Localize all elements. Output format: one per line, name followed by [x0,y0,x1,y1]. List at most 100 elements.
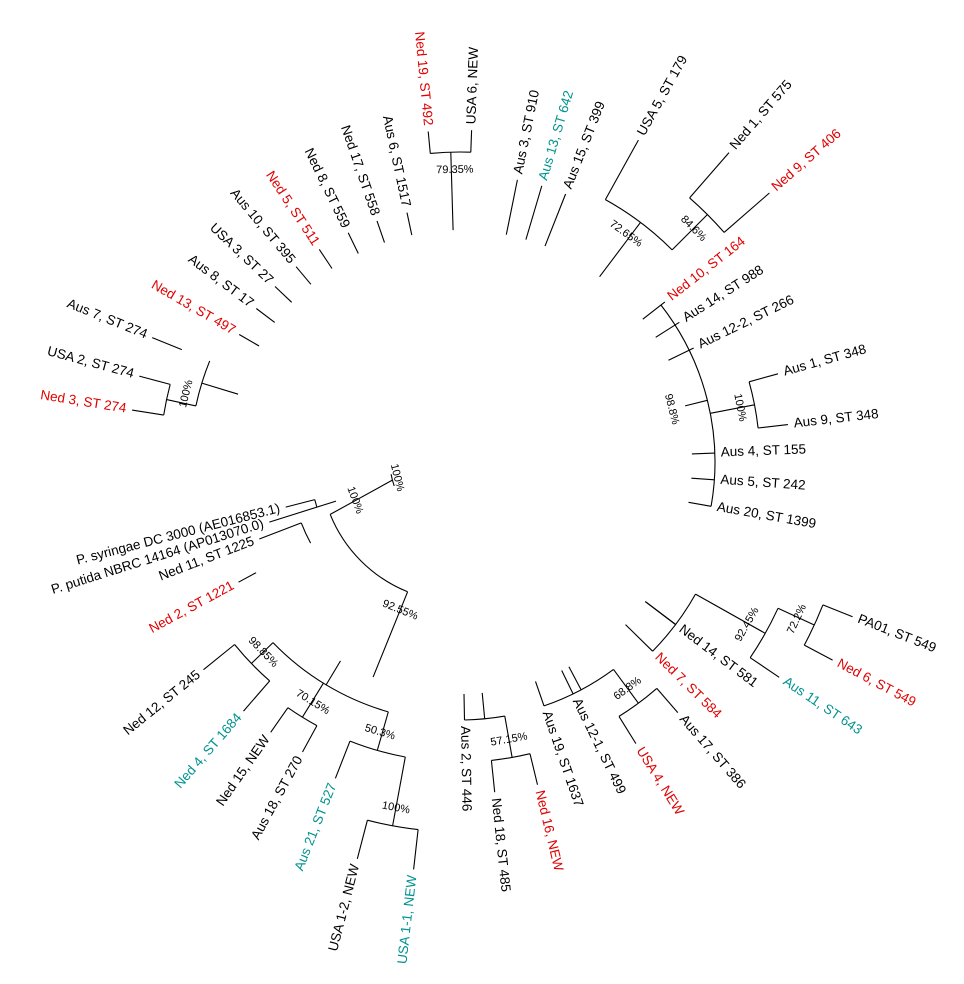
leaf-label: Ned 12, ST 245 [120,667,203,738]
leaf-branch [274,286,293,303]
leaf-label: USA 4, NEW [634,744,688,818]
leaf-branch [748,373,779,383]
clade-arc [543,668,614,707]
outgroup-arc [329,514,408,593]
leaf-label: Ned 16, NEW [533,789,567,873]
clade-arc [748,381,759,429]
bootstrap-label: 100% [381,800,411,817]
leaf-branch [238,334,260,347]
leaf-label: Aus 1, ST 348 [782,341,868,378]
bootstrap-label: 57.15% [490,730,529,748]
leaf-label: Aus 3, ST 910 [510,89,542,176]
leaf-branch [758,424,788,429]
leaf-branch [470,130,473,153]
clade-arc [234,644,271,682]
leaf-label: Ned 2, ST 1221 [146,578,236,636]
leaf-branch [238,572,257,583]
leaf-branch [561,670,574,695]
leaf-branch [132,409,164,416]
clade-arc [314,499,318,508]
leaf-branch [302,725,318,753]
leaf-label: Aus 21, ST 527 [291,781,339,873]
bootstrap-label: 68.8% [612,674,644,702]
clade-arc [300,522,312,544]
bootstrap-label: 98.8% [662,393,681,426]
bootstrap-label: 100% [388,463,407,493]
tree-branch [777,607,815,626]
leaf-branch [334,740,351,779]
leaf-label: Aus 2, ST 446 [458,726,474,812]
clade-arc [163,384,171,416]
leaf-branch [642,301,666,320]
leaf-branch [255,308,276,323]
leaf-branch [656,688,679,713]
leaf-branch [668,347,694,361]
tree-branch [201,382,239,395]
leaf-branch [804,644,833,661]
leaf-branch [544,193,567,247]
leaf-branch [347,232,359,254]
leaf-branch [822,604,853,618]
leaf-branch [625,624,653,652]
leaf-branch [525,185,543,240]
leaf-label: Aus 7, ST 274 [65,296,150,342]
leaf-branch [689,152,730,199]
leaf-branch [618,716,637,744]
leaf-branch [490,760,496,793]
leaf-label: Ned 19, ST 492 [412,31,436,126]
ingroup-stem [372,591,409,678]
leaf-branch [688,501,712,507]
leaf-branch [749,657,780,678]
clade-arc [287,707,318,727]
leaf-branch [295,266,312,285]
tree-branch [710,404,755,414]
leaf-label: USA 6, NEW [463,46,481,124]
bootstrap-label: 72.65% [607,218,644,250]
tree-branch [644,601,676,625]
leaf-branch [259,522,302,540]
tree-branch [684,399,708,407]
leaf-branch [376,220,386,243]
leaf-branch [203,644,235,671]
tree-branch [599,222,641,278]
tree-branch [450,152,454,231]
tree-branch [671,214,708,251]
tree-branch [376,711,389,751]
tree-branch [481,692,486,719]
leaf-label: Ned 18, ST 485 [489,797,514,892]
leaf-branch [285,499,315,508]
leaf-branch [691,452,715,455]
leaf-branch [151,337,183,351]
bootstrap-label: 98.85% [246,635,281,670]
leaf-label: USA 5, ST 179 [634,53,690,138]
leaf-branch [463,693,466,721]
leaf-label: Ned 6, ST 549 [835,655,919,709]
clade-arc [652,593,696,652]
leaf-label: USA 2, ST 274 [46,343,136,381]
leaf-branch [427,131,431,154]
leaf-branch [270,707,289,733]
leaf-branch [534,681,545,707]
leaf-label: Aus 11, ST 643 [781,674,866,738]
leaf-branch [604,139,639,200]
leaf-branch [406,212,413,236]
leaf-label: Aus 6, ST 1517 [380,114,414,208]
leaf-label: Aus 9, ST 348 [793,406,879,431]
tree-branch [504,716,513,758]
tree-branch [166,399,197,407]
leaf-branch [356,820,368,860]
leaf-label: Ned 3, ST 274 [39,387,128,415]
leaf-label: Aus 17, ST 386 [677,712,749,792]
bootstrap-label: 92.45% [733,605,762,644]
leaf-branch [269,500,337,523]
leaf-branch [505,179,518,235]
leaf-label: USA 1-1, NEW [394,874,419,965]
tree-branch [301,682,324,718]
leaf-branch [139,375,171,385]
bootstrap-label: 100% [731,393,748,423]
leaf-branch [243,680,271,712]
leaf-label: Aus 18, ST 270 [248,753,305,842]
bootstrap-label: 100% [177,378,196,408]
leaf-label: Ned 1, ST 575 [727,77,795,152]
